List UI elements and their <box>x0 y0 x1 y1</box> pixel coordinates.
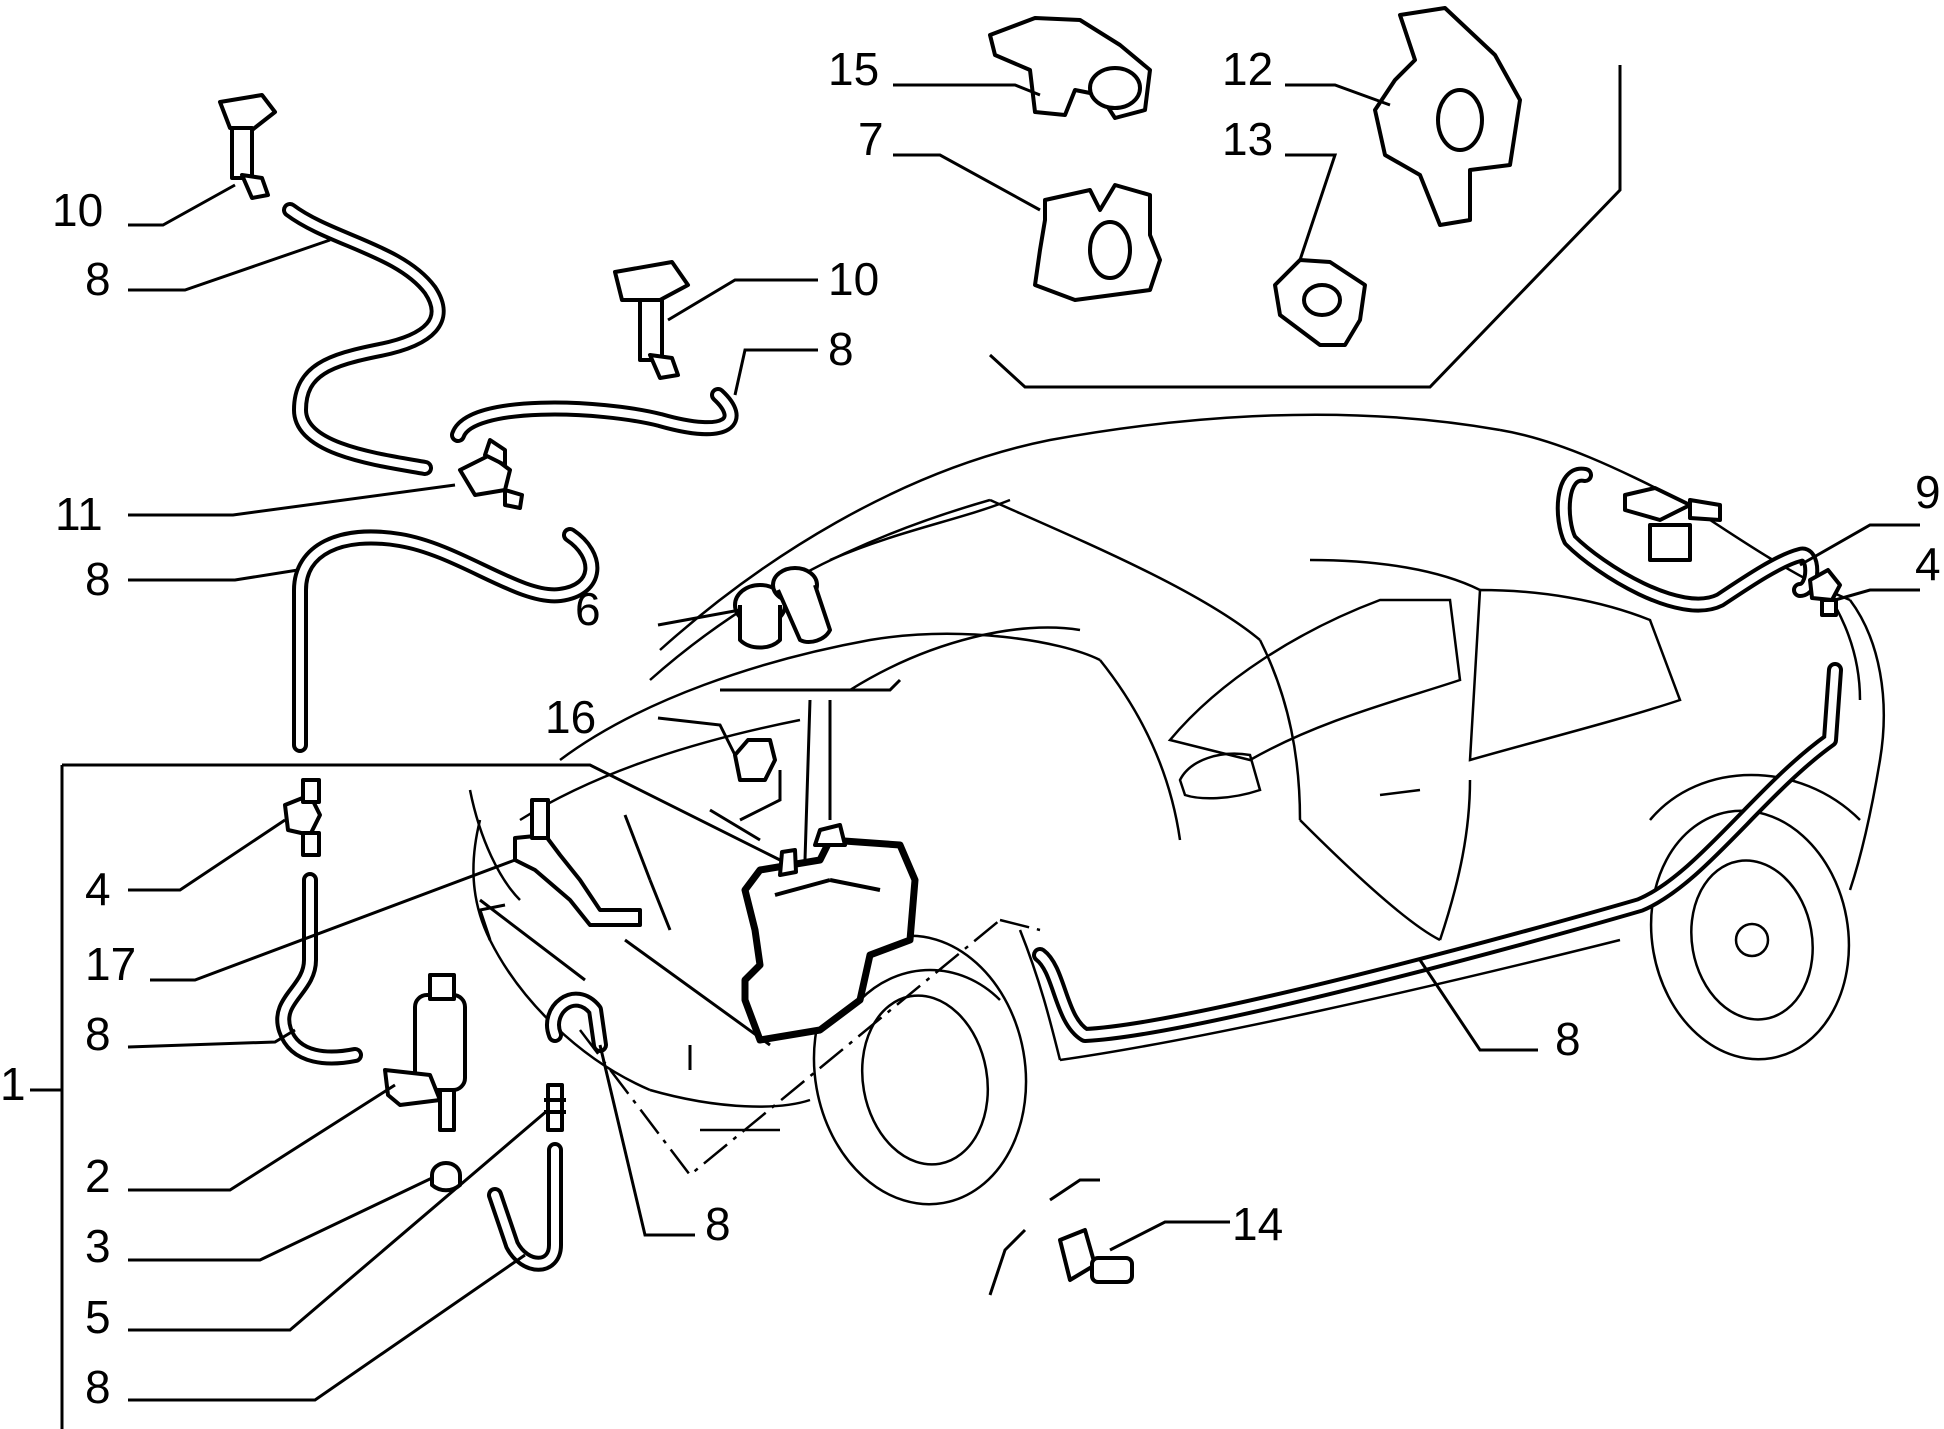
callout-12: 12 <box>1222 43 1273 95</box>
callout-8-upper: 8 <box>85 253 111 305</box>
filler-caps-6 <box>733 566 832 650</box>
grommet-16 <box>733 738 777 782</box>
washer-pump-2 <box>383 973 467 1132</box>
callout-10-upper: 10 <box>52 184 103 236</box>
bracket-17 <box>513 798 642 927</box>
callout-labels: 10 8 10 8 11 8 6 16 15 7 12 13 9 4 4 17 … <box>0 43 1941 1413</box>
connector-4-right <box>1808 568 1842 617</box>
callout-3: 3 <box>85 1220 111 1272</box>
callout-5: 5 <box>85 1291 111 1343</box>
callout-8-left: 8 <box>85 1008 111 1060</box>
callout-15: 15 <box>828 43 879 95</box>
callout-2: 2 <box>85 1150 111 1202</box>
callout-13: 13 <box>1222 113 1273 165</box>
callout-8-bottom: 8 <box>85 1361 111 1413</box>
plug-14 <box>1058 1228 1134 1284</box>
leader-lines <box>30 83 1920 1402</box>
callout-11: 11 <box>55 488 103 540</box>
seal-3 <box>430 1161 462 1193</box>
assembly-lines <box>478 678 1100 1296</box>
callout-10-middle: 10 <box>828 253 879 305</box>
clip-7 <box>1033 183 1162 302</box>
washer-reservoir <box>741 823 919 1044</box>
washer-hoses <box>275 202 1843 1272</box>
callout-6: 6 <box>575 583 601 635</box>
nozzle-10-upper <box>218 93 277 200</box>
connector-4-left <box>283 778 322 857</box>
callout-7: 7 <box>858 113 884 165</box>
group-brackets <box>60 65 1622 1429</box>
valve-5 <box>544 1083 566 1132</box>
callout-4-left: 4 <box>85 863 111 915</box>
callout-8-side: 8 <box>1555 1013 1581 1065</box>
nozzle-10-middle <box>613 260 690 380</box>
callout-4-right: 4 <box>1915 538 1941 590</box>
callout-1: 1 <box>0 1058 26 1110</box>
car-body-outline <box>468 413 1885 1206</box>
clip-15 <box>988 16 1152 120</box>
callout-17: 17 <box>85 938 136 990</box>
callout-8-middle: 8 <box>85 553 111 605</box>
clip-13 <box>1273 258 1367 347</box>
rear-nozzle-9 <box>1623 486 1722 562</box>
callout-14: 14 <box>1232 1198 1283 1250</box>
t-connector-11 <box>458 438 524 510</box>
callout-9: 9 <box>1915 466 1941 518</box>
callout-16: 16 <box>545 691 596 743</box>
clip-12 <box>1373 6 1522 227</box>
callout-8-middle-upper: 8 <box>828 323 854 375</box>
callout-8-reservoir: 8 <box>705 1198 731 1250</box>
